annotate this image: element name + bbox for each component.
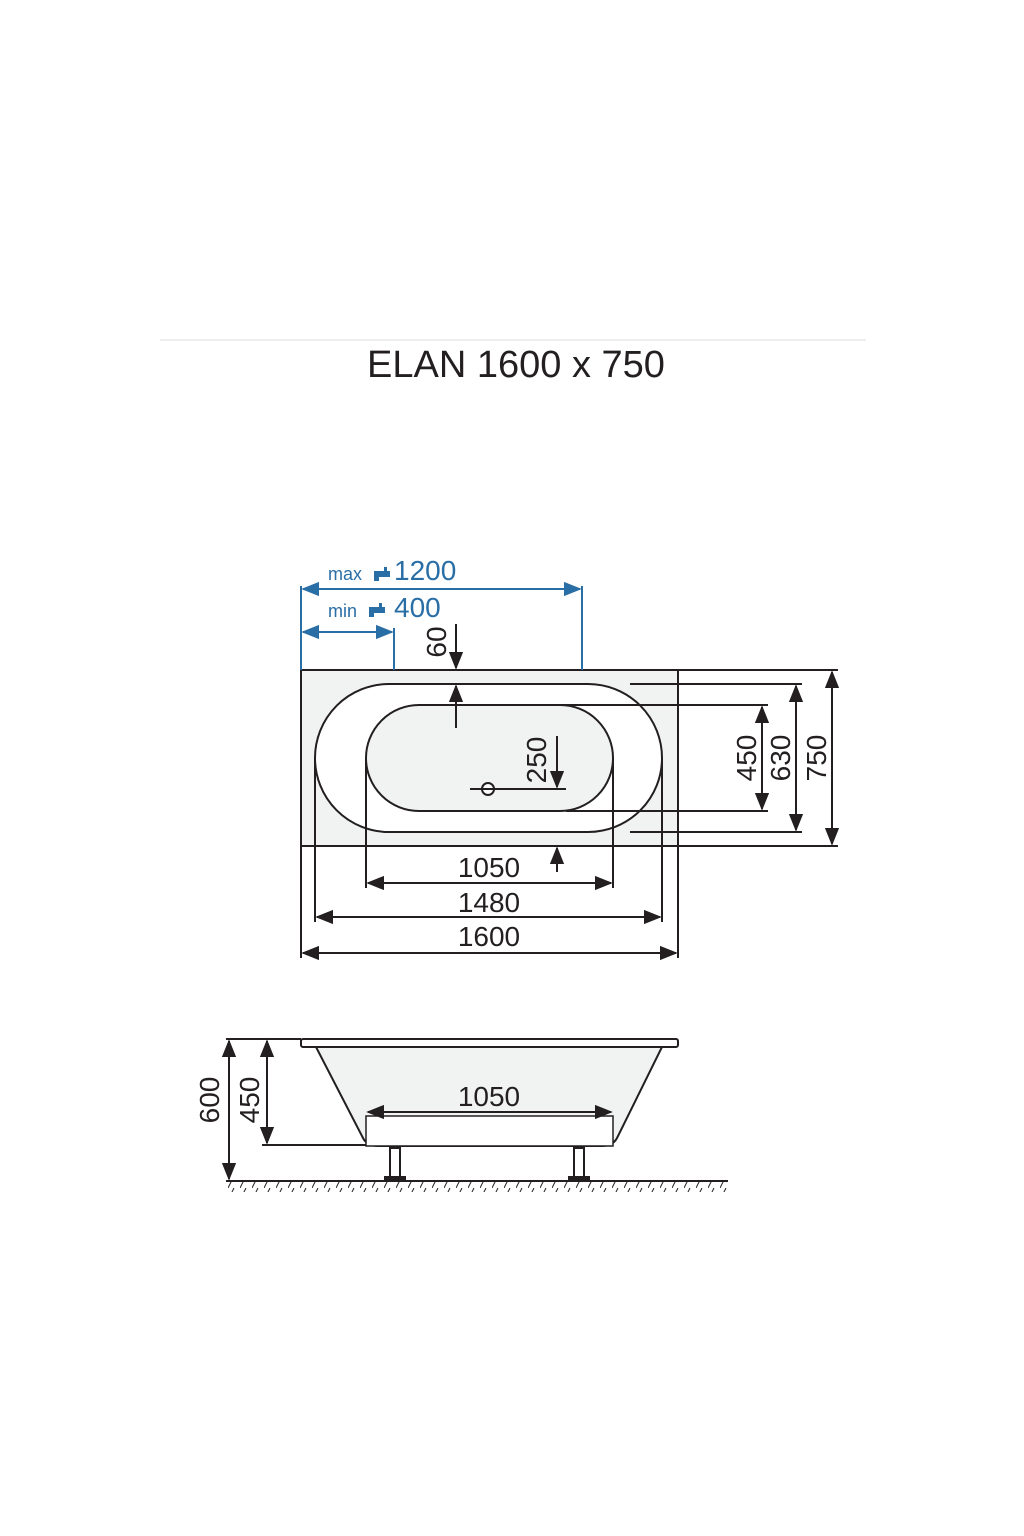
tub-rim-profile [300, 1038, 679, 1048]
dim-630-label: 630 [765, 735, 796, 782]
dim-1480-label: 1480 [458, 887, 520, 918]
dim-600-label: 600 [194, 1077, 225, 1124]
dim-60-label: 60 [421, 626, 452, 657]
dim-450-side-label: 450 [234, 1077, 265, 1124]
floor-hatch [226, 1182, 728, 1192]
top-view: 450 630 750 60 250 1050 1480 1600 max [300, 555, 840, 961]
dim-1050-label: 1050 [458, 852, 520, 883]
faucet-icon [369, 603, 385, 617]
tap-min-prefix: min [328, 601, 357, 621]
tub-base-plate [365, 1115, 614, 1147]
tub-foot-left [384, 1176, 406, 1181]
dim-750-label: 750 [801, 735, 832, 782]
faucet-icon [374, 567, 390, 581]
dim-1050-side-label: 1050 [458, 1081, 520, 1112]
tub-foot-right [568, 1176, 590, 1181]
page-title: ELAN 1600 x 750 [367, 344, 665, 386]
tap-min-value: 400 [394, 592, 441, 623]
side-view: 600 450 1050 [194, 1038, 728, 1192]
dim-250-label: 250 [521, 737, 552, 784]
tub-leg-right [573, 1147, 585, 1179]
tub-leg-left [389, 1147, 401, 1179]
tap-max-value: 1200 [394, 555, 456, 586]
dim-450-label: 450 [731, 735, 762, 782]
dim-1600-label: 1600 [458, 921, 520, 952]
tap-max-prefix: max [328, 564, 362, 584]
